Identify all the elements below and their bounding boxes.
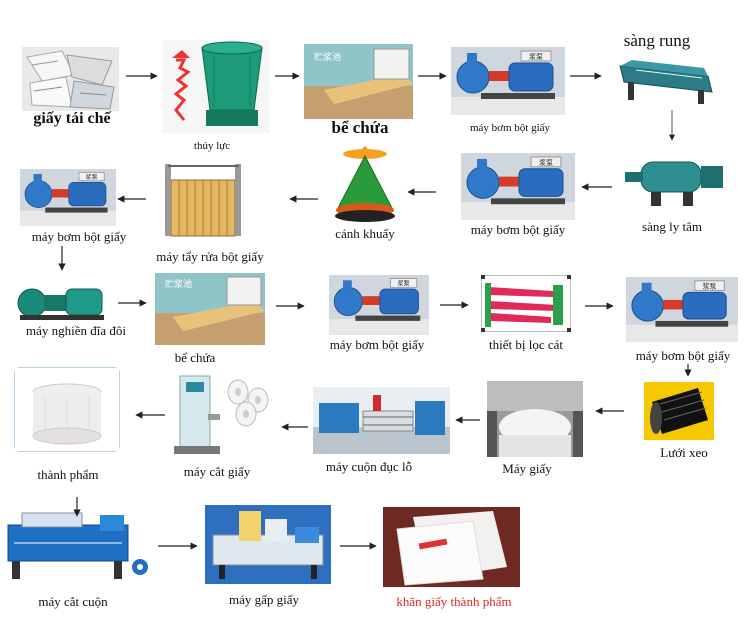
pulp-pump-1-label: máy bơm bột giấy — [469, 122, 551, 134]
paper-folder-image — [205, 505, 331, 584]
paper-folder-label: máy gấp giấy — [228, 592, 300, 607]
pump-plate-text: 浆泵 — [703, 282, 717, 291]
pump-plate-text: 浆泵 — [529, 52, 543, 61]
pulp-pump-2-label: máy bơm bột giấy — [470, 222, 566, 237]
pulp-pump-2-image: 浆泵 — [461, 153, 575, 220]
roll-cutter-label: máy cắt cuộn — [38, 594, 108, 609]
paper-machine-image — [487, 381, 583, 457]
recycled-paper-image — [22, 47, 119, 111]
storage-tank-1-image: 贮浆池 — [304, 44, 413, 119]
pump-plate-text: 浆泵 — [397, 280, 409, 288]
pump-plate-text: 浆泵 — [86, 173, 98, 181]
sand-filter-label: thiết bị lọc cát — [488, 337, 563, 352]
agitator-label: cánh khuấy — [335, 226, 395, 241]
finished-napkins-image — [383, 507, 520, 587]
finished-rolls-frame — [14, 367, 120, 452]
paper-cutter-label: máy cắt giấy — [183, 464, 251, 479]
paper-machine-label: Máy giấy — [502, 461, 552, 476]
storage-tank-1-label: bể chứa — [331, 118, 389, 137]
roll-cutter-image — [4, 505, 150, 585]
pulp-pump-drawing: 浆泵 — [451, 47, 565, 115]
pulp-pump-3-label: máy bơm bột giấy — [31, 229, 127, 244]
storage-tank-2-image: 贮浆池 — [155, 273, 265, 345]
finished-rolls-label: thành phẩm — [37, 467, 99, 482]
centrifugal-screen-label: sàng ly tâm — [642, 219, 702, 234]
pulp-pump-4-label: máy bơm bột giấy — [329, 337, 425, 352]
perforating-rewinder-image — [313, 387, 450, 454]
double-disc-refiner-label: máy nghiền đĩa đôi — [25, 323, 126, 338]
pulp-pump-drawing: 浆泵 — [20, 169, 116, 226]
pump-plate-text: 浆泵 — [539, 158, 553, 167]
storage-tank-2-label: bể chứa — [174, 350, 216, 365]
pulp-pump-5-label: máy bơm bột giấy — [635, 348, 731, 363]
pulp-pump-5-image: 浆泵 — [626, 277, 738, 342]
pulp-pump-drawing: 浆泵 — [329, 275, 429, 335]
tank-sign-text: 贮浆池 — [314, 51, 341, 63]
pulp-washer-image — [155, 158, 249, 243]
double-disc-refiner-image — [10, 281, 110, 323]
tank-sign-text: 贮浆池 — [165, 278, 192, 290]
recycled-paper-label: giấy tái chế — [33, 110, 111, 127]
perforating-rewinder-label: máy cuộn đục lỗ — [325, 459, 413, 474]
pulp-pump-drawing: 浆泵 — [461, 153, 575, 220]
pulp-pump-drawing: 浆泵 — [626, 277, 738, 342]
pulp-washer-label: máy tẩy rửa bột giấy — [156, 249, 264, 264]
agitator-image — [330, 142, 400, 226]
pulp-pump-1-image: 浆泵 — [451, 47, 565, 115]
centrifugal-screen-image — [621, 152, 733, 212]
paper-cutter-image — [172, 370, 277, 456]
finished-napkins-label: khăn giấy thành phẩm — [396, 594, 512, 609]
forming-wire-label: Lưới xeo — [660, 445, 708, 460]
forming-wire-image — [644, 382, 714, 440]
vibrating-screen-image — [612, 52, 720, 106]
pulp-pump-4-image: 浆泵 — [329, 275, 429, 335]
sand-filter-image — [481, 275, 571, 332]
hydrapulper-image — [162, 40, 270, 133]
pulp-pump-3-image: 浆泵 — [20, 169, 116, 226]
hydrapulper-label: thủy lực — [193, 140, 231, 152]
vibrating-screen-label: sàng rung — [623, 31, 691, 50]
